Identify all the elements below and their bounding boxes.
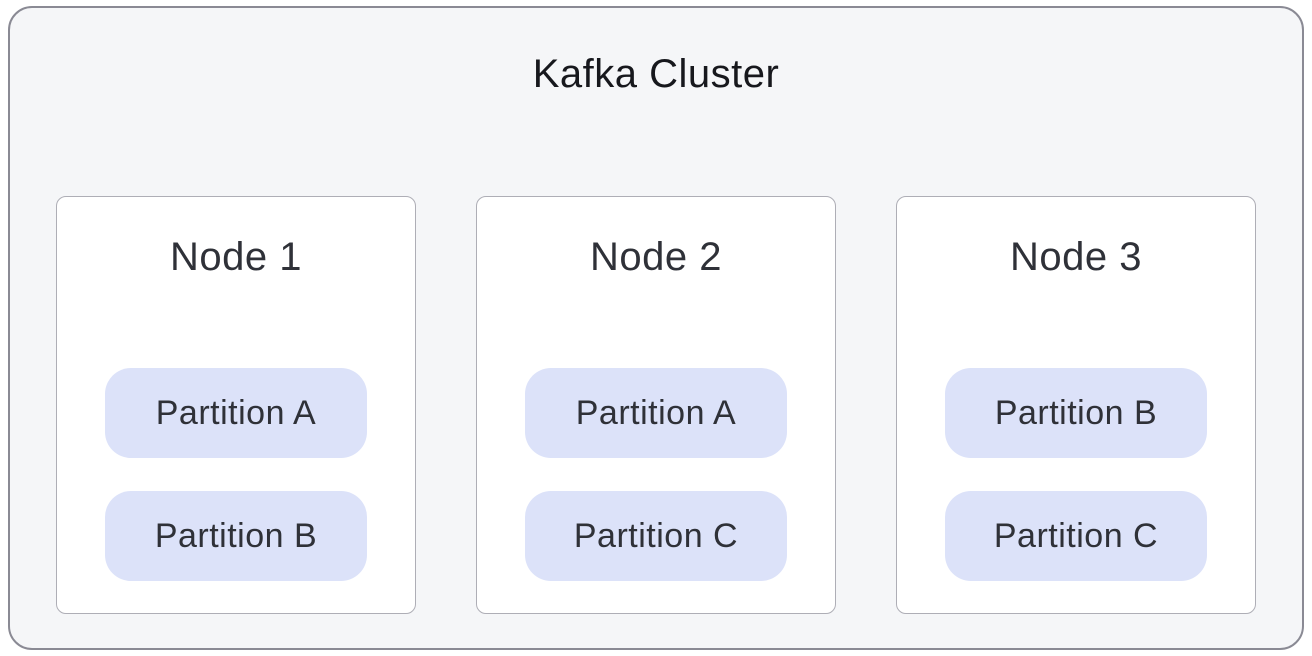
node-3-title: Node 3: [1010, 235, 1142, 279]
partition-pill: Partition B: [105, 491, 367, 581]
node-1-title: Node 1: [170, 235, 302, 279]
partition-pill: Partition C: [945, 491, 1207, 581]
partition-pill: Partition A: [105, 368, 367, 458]
partition-pill: Partition B: [945, 368, 1207, 458]
node-card-3: Node 3 Partition B Partition C: [896, 196, 1256, 614]
partition-pill: Partition A: [525, 368, 787, 458]
kafka-cluster-container: Kafka Cluster Node 1 Partition A Partiti…: [8, 6, 1304, 650]
nodes-row: Node 1 Partition A Partition B Node 2 Pa…: [10, 196, 1302, 614]
partition-pill: Partition C: [525, 491, 787, 581]
node-card-2: Node 2 Partition A Partition C: [476, 196, 836, 614]
cluster-title: Kafka Cluster: [532, 52, 780, 96]
node-2-title: Node 2: [590, 235, 722, 279]
node-card-1: Node 1 Partition A Partition B: [56, 196, 416, 614]
